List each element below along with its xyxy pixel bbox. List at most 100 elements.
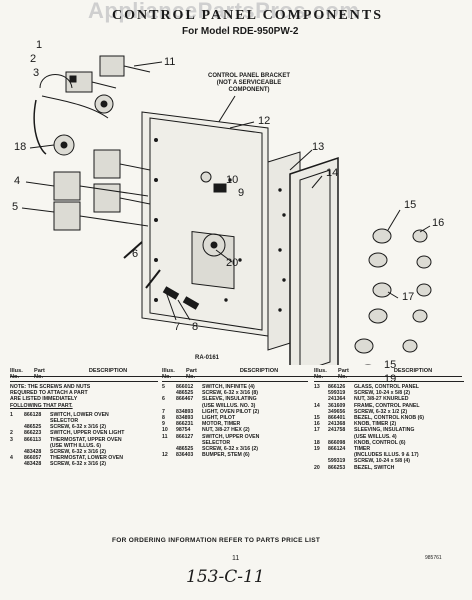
description: SCREW, 6-32 x 3/16 (2) bbox=[202, 446, 258, 453]
label-20: 20 bbox=[226, 257, 239, 269]
description: (INCLUDES ILLUS. 9 & 17) bbox=[354, 452, 419, 459]
page-number: 11 bbox=[232, 555, 240, 562]
note-line: FOLLOWING THAT PART. bbox=[10, 402, 73, 409]
description: SELECTOR bbox=[202, 439, 231, 446]
part-no: 866098 bbox=[328, 439, 346, 446]
part-no: 241758 bbox=[328, 427, 346, 434]
hdr-desc: DESCRIPTION bbox=[393, 368, 433, 374]
description: LIGHT, PILOT bbox=[202, 415, 236, 422]
description: SLEEVING, INSULATING bbox=[354, 427, 415, 434]
infinite-switch-3 bbox=[93, 149, 121, 179]
illus-no: 4 bbox=[10, 455, 13, 462]
label-6: 6 bbox=[132, 248, 139, 260]
parts-row: (USE WITH ILLUS. 6) bbox=[10, 443, 158, 449]
label-14: 14 bbox=[326, 167, 339, 179]
part-no: 361609 bbox=[328, 402, 346, 409]
parts-row: SELECTOR bbox=[162, 440, 308, 446]
description: BEZEL, CONTROL KNOB (6) bbox=[354, 415, 424, 422]
label-5: 5 bbox=[12, 201, 19, 213]
label-3: 3 bbox=[33, 67, 40, 79]
parts-row: (USE W/ILLUS. NO. 3) bbox=[162, 403, 308, 409]
description: BUMPER, STEM (6) bbox=[202, 452, 250, 459]
part-no: 599319 bbox=[328, 458, 346, 465]
page-title: CONTROL PANEL COMPONENTS bbox=[112, 8, 383, 23]
note-line: NOTE: THE SCREWS AND NUTS bbox=[10, 384, 91, 390]
illus-no: 2 bbox=[10, 430, 13, 437]
description: THERMOSTAT, LOWER OVEN bbox=[50, 455, 124, 462]
handwritten-note: 153-C-11 bbox=[186, 567, 265, 587]
hdr-part: Part bbox=[34, 368, 45, 374]
description: SCREW, 6-32 x 3/16 (8) bbox=[202, 390, 258, 397]
part-no: 836403 bbox=[176, 452, 194, 459]
description: MOTOR, TIMER bbox=[202, 421, 241, 428]
part-no: 866467 bbox=[176, 396, 194, 403]
figure-number: RA-0161 bbox=[195, 355, 220, 361]
panel-bracket bbox=[141, 111, 269, 337]
label-15-top: 15 bbox=[404, 199, 417, 211]
hdr-part: Part bbox=[186, 368, 197, 374]
part-no: 834893 bbox=[176, 415, 194, 422]
part-no: 834893 bbox=[176, 408, 194, 415]
hdr-no: No. bbox=[162, 374, 172, 380]
part-no: 486525 bbox=[176, 390, 194, 397]
label-10: 10 bbox=[226, 174, 239, 186]
illus-no: 10 bbox=[162, 427, 168, 434]
illus-no: 7 bbox=[162, 408, 165, 415]
parts-row: 4 866057 THERMOSTAT, LOWER OVEN bbox=[10, 455, 158, 461]
knob-5 bbox=[354, 338, 374, 354]
knob-4 bbox=[368, 308, 388, 324]
parts-row: SELECTOR bbox=[10, 418, 158, 424]
watermark: AppliancePartsPros.com bbox=[88, 0, 360, 23]
label-17: 17 bbox=[402, 291, 415, 303]
description: (USE WITH ILLUS. 6) bbox=[50, 442, 102, 449]
part-no: 866401 bbox=[328, 415, 346, 422]
description: BEZEL, SWITCH bbox=[354, 464, 395, 471]
parts-row: 15 866401 BEZEL, CONTROL KNOB (6) bbox=[314, 415, 464, 421]
panel-bracket-inner bbox=[149, 117, 263, 331]
parts-row: (INCLUDES ILLUS. 9 & 17) bbox=[314, 452, 464, 458]
illus-no: 11 bbox=[162, 433, 168, 440]
part-no: 866012 bbox=[176, 384, 194, 390]
note-line: REQUIRED TO ATTACH A PART bbox=[10, 390, 88, 397]
hdr-no: No. bbox=[10, 374, 20, 380]
infinite-switch-2 bbox=[53, 201, 81, 231]
control-panel-frame bbox=[289, 156, 339, 365]
part-no: 349656 bbox=[328, 408, 346, 415]
illus-no: 12 bbox=[162, 452, 168, 459]
hdr-illus: Illus. bbox=[10, 368, 23, 374]
description: SLEEVE, INSULATING bbox=[202, 396, 257, 403]
description: NUT, 3/8-27 HEX (2) bbox=[202, 427, 250, 434]
knob-3 bbox=[372, 282, 392, 298]
description: SCREW, 10-24 x 5/8 (4) bbox=[354, 458, 410, 465]
description: SCREW, 10-24 x 5/8 (2) bbox=[354, 390, 410, 397]
description: SWITCH, LOWER OVEN bbox=[50, 411, 109, 418]
description: THERMOSTAT, UPPER OVEN bbox=[50, 436, 122, 443]
bezel-1 bbox=[412, 229, 428, 243]
illus-no: 1 bbox=[10, 411, 13, 418]
label-18: 18 bbox=[14, 141, 27, 153]
illus-no: 17 bbox=[314, 427, 320, 434]
part-no: 599319 bbox=[328, 390, 346, 397]
label-11: 11 bbox=[164, 56, 176, 68]
hdr-no: No. bbox=[314, 374, 324, 380]
parts-row: 17 241758 SLEEVING, INSULATING bbox=[314, 427, 464, 433]
description: KNOB, TIMER (2) bbox=[354, 421, 397, 428]
part-no: 866057 bbox=[24, 455, 42, 462]
frame-opening bbox=[299, 169, 331, 365]
illus-no: 15 bbox=[314, 415, 320, 422]
illus-no: 5 bbox=[162, 384, 165, 390]
part-no: 866113 bbox=[24, 436, 42, 443]
